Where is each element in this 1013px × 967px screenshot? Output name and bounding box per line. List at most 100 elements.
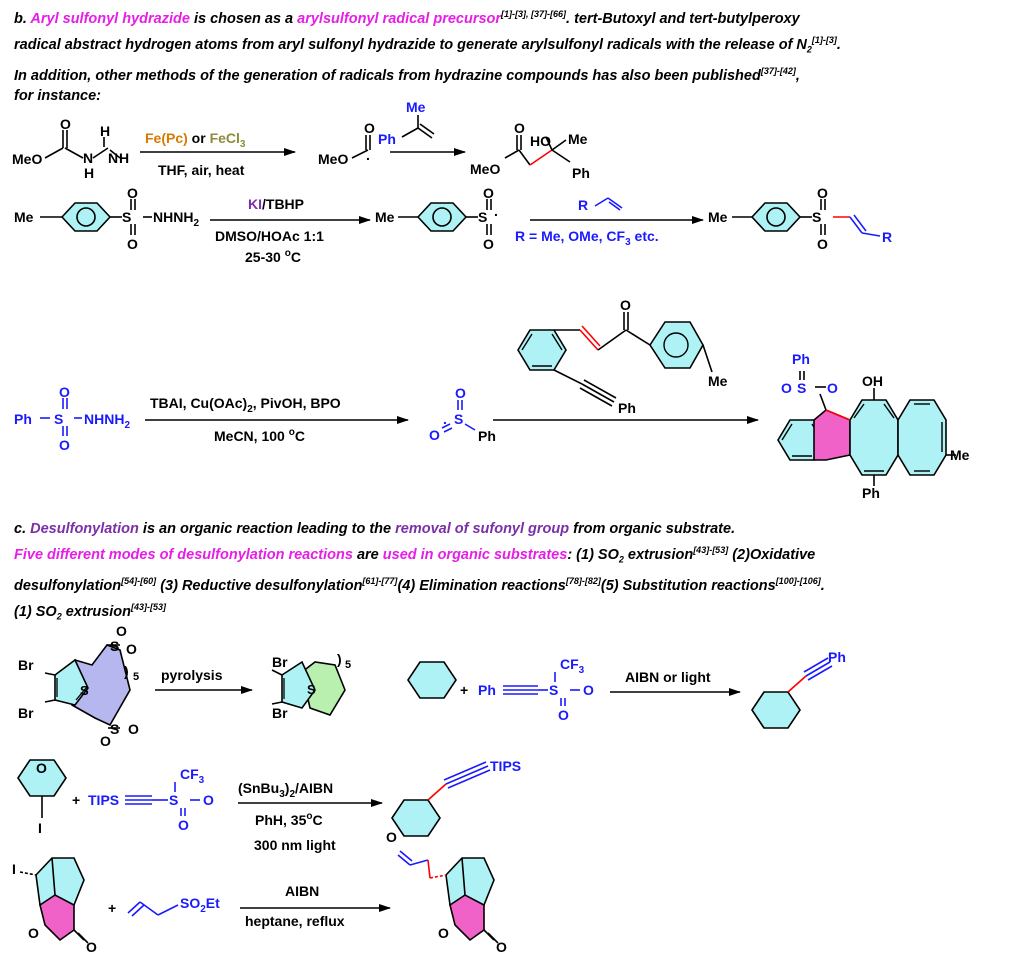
svg-text:O: O [558,707,569,723]
subscript: 3 [199,775,205,786]
radical-meo: MeO [318,151,348,167]
subscript: 2 [806,44,812,55]
svg-text:O: O [86,939,97,955]
subscript: 2 [124,420,130,431]
scheme-2-labels: Me S O O NHNH2 KI/TBHP DMSO/HOAc 1:1 25-… [14,185,892,265]
citation: [100]-[106] [775,575,821,586]
product-bromine-1: Br [272,654,288,670]
scheme-4 [44,644,346,729]
scheme-3-labels: Ph S O O NHNH2 TBAI, Cu(OAc)2, PivOH, BP… [14,297,970,501]
svg-text:KI/TBHP: KI/TBHP [248,196,304,212]
svg-text:O: O [28,925,39,941]
svg-text:.: . [366,147,370,163]
svg-text:S: S [549,682,558,698]
reagent-fecl: FeCl [210,130,240,146]
citation: [1]-[3] [811,34,837,45]
paren: ) [285,780,290,796]
scheme-6 [17,759,491,837]
scheme7-aibn: AIBN [285,883,319,899]
plus-sign: + [108,900,116,916]
removal-text: removal of sufonyl group [395,521,570,537]
text-span: (1) SO [14,603,57,620]
svg-text:.: . [494,203,498,219]
text-line: for instance: [14,88,102,105]
text-span: (3) Reductive desulfonylation [156,577,363,594]
svg-text:S: S [454,411,463,427]
svg-text:H: H [100,123,110,139]
methoxy-label: MeO [12,151,42,167]
plus-sign: + [460,682,468,698]
citation: [43]-[53] [131,601,167,612]
citation: [37]-[42] [760,65,796,76]
start-me: Me [14,209,34,225]
r-definition: R = Me, OMe, CF [515,228,626,244]
product-me: Me [708,209,728,225]
section-b-paragraph: b. Aryl sulfonyl hydrazide is chosen as … [14,4,841,107]
svg-text:I: I [12,861,16,877]
subscript: 3 [625,237,631,248]
scheme6-solvent: PhH, 35 [255,812,307,828]
aibn-light-label: AIBN or light [625,669,711,685]
text-span: , [795,67,800,84]
product-ph-top: Ph [792,351,810,367]
svg-text:(SnBu3)2/AIBN: (SnBu3)2/AIBN [238,780,333,800]
citation: [61]-[77] [362,575,398,586]
scheme-1-labels: MeO O N H N H H Fe(Pc) or FeCl3 THF, air… [12,99,590,181]
svg-text:S: S [110,721,119,737]
text-span: (2)Oxidative [728,546,816,563]
nhnh-label: NHNH [84,411,124,427]
cf3-label: CF [560,656,579,672]
text-span: (5) Substitution reactions [600,577,776,594]
scheme3-reagents-end: , PivOH, BPO [253,395,341,411]
alkene-r: R [578,197,588,213]
text-span: from organic substrate. [569,521,736,537]
modes-text: Five different modes of desulfonylation … [14,546,353,563]
subscript: 2 [247,404,253,415]
product-ho: HO [530,133,551,149]
svg-text:S: S [122,209,131,225]
alkene-ph: Ph [378,131,396,147]
svg-text:O: O [127,236,138,252]
citation: [43]-[53] [693,545,729,555]
product-ph: Ph [572,165,590,181]
used-text: used in organic substrates [382,546,568,563]
alkyne-ph: Ph [478,682,496,698]
svg-text:O: O [817,236,828,252]
svg-text:H: H [119,150,129,166]
svg-text:O: O [116,623,127,639]
scheme-2 [40,197,881,237]
svg-text:O: O [583,682,594,698]
section-c-paragraph: c. Desulfonylation is an organic reactio… [14,519,825,627]
bromine-1: Br [18,657,34,673]
scheme2-temp: 25-30 [245,249,285,265]
svg-text:25-30 oC: 25-30 oC [245,248,301,265]
celsius: C [291,249,301,265]
scheme-5 [407,657,833,729]
svg-text:NHNH2: NHNH2 [153,209,199,229]
svg-text:MeCN, 100 oC: MeCN, 100 oC [214,427,305,444]
svg-text:O: O [59,437,70,453]
scheme3-reagents: TBAI, Cu(OAc) [150,395,247,411]
scheme-3 [40,312,956,486]
svg-text:O: O [620,297,631,313]
text-span: radical abstract hydrogen atoms from ary… [14,36,807,53]
svg-text:N: N [83,150,93,166]
product-r: R [882,229,892,245]
svg-text:O: O [386,829,397,845]
scheme3-conditions: MeCN, 100 [214,428,289,444]
product-me: Me [568,131,588,147]
r-definition-end: etc. [631,228,659,244]
text-span: is an organic reaction leading to the [138,521,396,537]
svg-text:O: O [60,116,71,132]
pyrolysis-label: pyrolysis [161,667,223,683]
superscript: o [306,811,312,822]
svg-text:CF3: CF3 [180,766,205,786]
scheme1-conditions: THF, air, heat [158,162,245,178]
reagent-ki: KI [248,196,262,212]
scheme-5-labels: + Ph CF3 S O O AIBN or light Ph [460,649,846,723]
svg-text:NHNH2: NHNH2 [84,411,130,431]
text-span: . [836,36,841,53]
svg-text:Fe(Pc) or FeCl3: Fe(Pc) or FeCl3 [145,130,246,150]
svg-text:TBAI, Cu(OAc)2, PivOH, BPO: TBAI, Cu(OAc)2, PivOH, BPO [150,395,341,415]
